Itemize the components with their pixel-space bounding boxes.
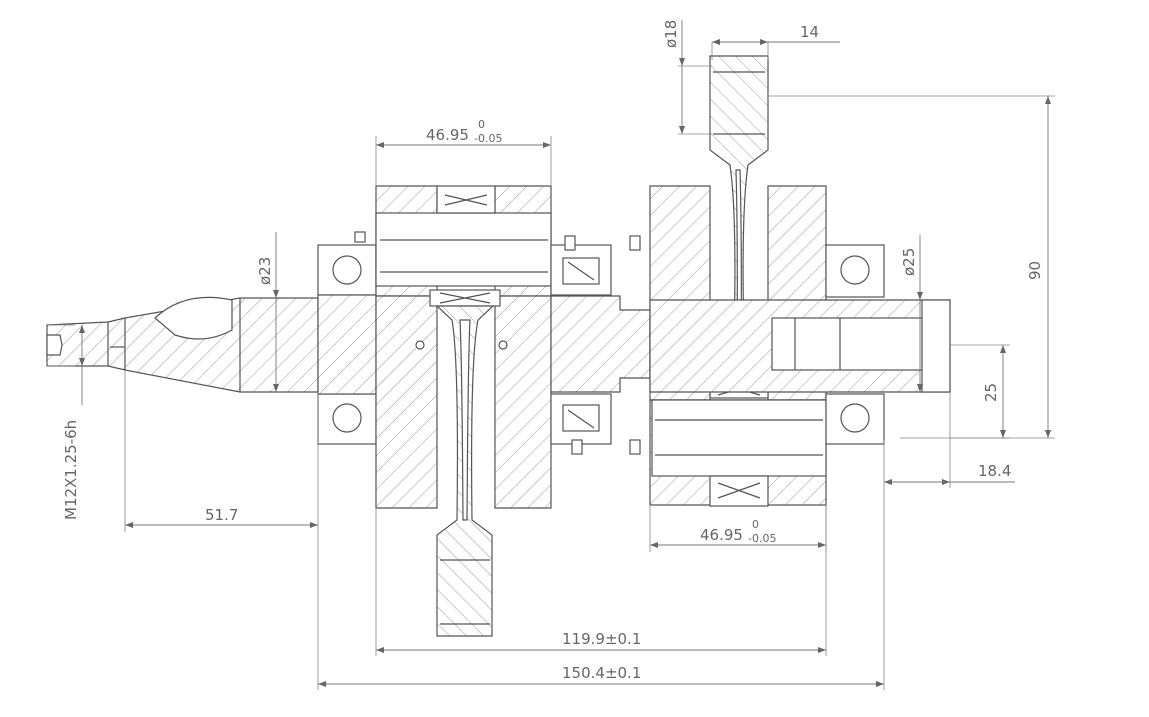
dim-d150-4: 150.4±0.1 [318,664,884,687]
dim-web-bottom-upper: 0 [752,518,759,531]
dim-web-top: 46.95 0 -0.05 [375,118,552,186]
dim-d25dia: ø25 [900,235,923,392]
left-main-bearing [317,231,377,445]
dim-d51-7: 51.7 [124,370,319,690]
dim-d23: ø23 [256,232,279,392]
dim-d90: 90 [768,95,1055,439]
dim-d14: 14 [711,23,840,60]
dim-web-top-upper: 0 [478,118,485,131]
dim-d18: ø18 [662,20,712,135]
dim-d25dia-label: ø25 [900,248,918,276]
right-main-bearing [649,244,951,445]
dim-d119-9-label: 119.9±0.1 [562,630,641,648]
dim-d18-4-label: 18.4 [978,462,1011,480]
center-shaft [550,235,651,455]
dim-web-bottom: 46.95 0 -0.05 [649,505,827,552]
dim-d51-7-label: 51.7 [205,506,238,524]
dim-web-top-lower: -0.05 [474,132,502,145]
dim-d18-label: ø18 [662,20,680,48]
dim-web-top-label: 46.95 [426,126,469,144]
dim-d90-label: 90 [1026,261,1044,280]
dim-web-bottom-label: 46.95 [700,526,743,544]
dim-d25: 25 [950,344,1010,439]
dim-d25-label: 25 [982,383,1000,402]
left-connecting-rod [435,305,495,637]
dim-web-bottom-lower: -0.05 [748,532,776,545]
dim-d14-label: 14 [800,23,819,41]
dim-d119-9: 119.9±0.1 [375,505,827,656]
dim-d23-label: ø23 [256,257,274,285]
dim-d150-4-label: 150.4±0.1 [562,664,641,682]
left-shaft [46,296,319,393]
dim-d18-4: 18.4 [883,392,1015,690]
dim-thread: M12X1.25-6h [47,324,85,520]
dim-thread-label: M12X1.25-6h [62,420,80,520]
